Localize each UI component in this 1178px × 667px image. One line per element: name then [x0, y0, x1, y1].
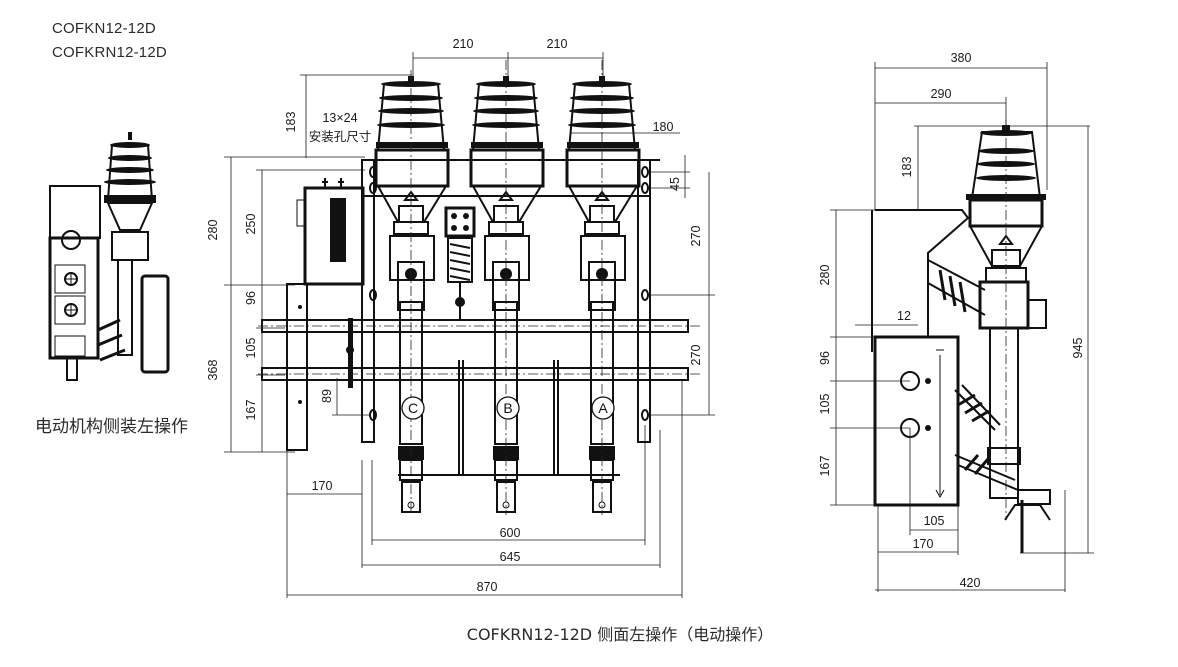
phase-label-a: A [598, 400, 608, 416]
dim-hole-spacing: 45 [668, 177, 682, 191]
side-dim-mid-2: 105 [818, 394, 832, 415]
phase-column-a [565, 60, 641, 515]
front-view-caption: COFKRN12-12D 侧面左操作（电动操作） [467, 625, 773, 644]
side-dim-gap: 12 [897, 309, 911, 323]
side-view-drawing [871, 120, 1051, 553]
side-mechanism-box [873, 335, 960, 507]
side-dim-bottom-mid: 170 [913, 537, 934, 551]
small-mechanism-box [48, 236, 100, 360]
dim-width-mid: 645 [500, 550, 521, 564]
side-dim-bottom-inner: 105 [924, 514, 945, 528]
side-dim-bottom-total: 420 [960, 576, 981, 590]
side-dim-mid-1: 96 [818, 351, 832, 365]
phase-labels: C B A [401, 396, 615, 420]
dim-right-offset: 180 [653, 120, 674, 134]
phase-column-c [374, 70, 450, 515]
small-top-box [49, 185, 101, 239]
dim-width-total: 870 [477, 580, 498, 594]
model-title-cofkrn: COFKRN12-12D [52, 44, 167, 61]
side-dim-lower: 167 [818, 456, 832, 477]
side-insulator [966, 120, 1047, 520]
dim-right-lower: 270 [689, 345, 703, 366]
dim-left-upper: 250 [244, 214, 258, 235]
dim-pitch-right: 210 [547, 37, 568, 51]
side-dim-top-partial: 290 [931, 87, 952, 101]
hole-note-size: 13×24 [322, 111, 357, 125]
side-dim-insulator-height: 183 [900, 157, 914, 178]
dim-left-bracket: 170 [312, 479, 333, 493]
small-insulator [104, 132, 156, 231]
phase-label-b: B [503, 400, 512, 416]
mounting-holes [369, 166, 649, 421]
dim-right-upper: 270 [689, 226, 703, 247]
dim-pitch-left: 210 [453, 37, 474, 51]
dim-width-inner: 600 [500, 526, 521, 540]
small-view-drawing [48, 132, 170, 381]
model-title-cofkn: COFKN12-12D [52, 20, 156, 37]
dim-insulator-height: 183 [284, 112, 298, 133]
hole-note-label: 安装孔尺寸 [309, 129, 372, 144]
dim-hole-offset: 89 [320, 389, 334, 403]
side-dimension-lines [830, 62, 1094, 592]
dim-left-lower: 167 [244, 400, 258, 421]
dim-left-mid-2: 105 [244, 338, 258, 359]
small-fuse-tube [140, 274, 170, 374]
right-side-plate [637, 159, 651, 443]
front-dimension-lines [224, 52, 715, 598]
front-view-drawing: C B A [224, 52, 715, 598]
phase-column-b [469, 60, 545, 515]
side-dim-top-total: 380 [951, 51, 972, 65]
dim-left-total-lower: 368 [206, 360, 220, 381]
side-dim-height-upper: 280 [818, 265, 832, 286]
phase-label-c: C [408, 400, 418, 416]
spring-mechanism [444, 206, 476, 320]
side-dim-total-height: 945 [1071, 338, 1085, 359]
dim-left-total-upper: 280 [206, 220, 220, 241]
operating-mechanism [286, 178, 365, 451]
dim-left-mid-1: 96 [244, 291, 258, 305]
small-view-caption: 电动机构侧装左操作 [35, 417, 188, 437]
